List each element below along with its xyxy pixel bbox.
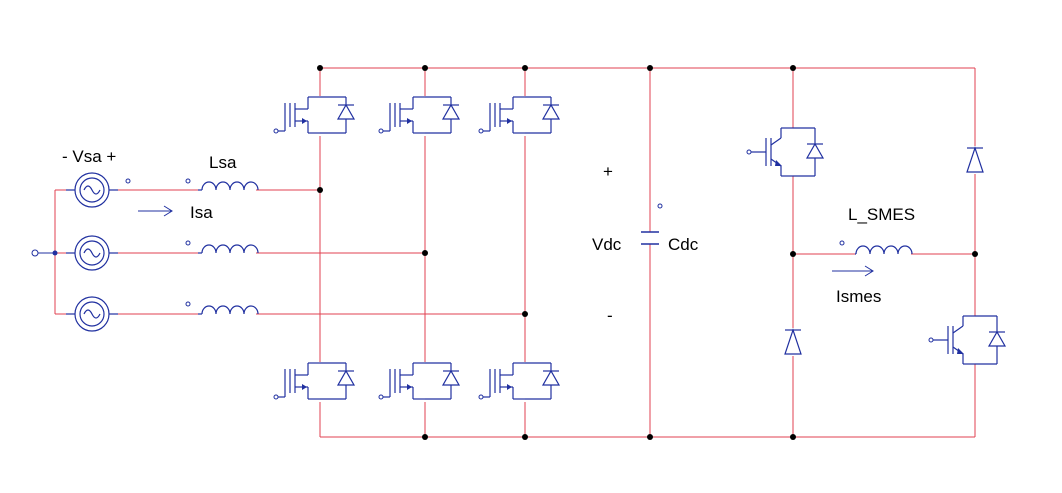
ac-source-a xyxy=(74,172,110,208)
isa-arrow-icon xyxy=(138,205,173,217)
vdc-label: Vdc xyxy=(592,235,622,254)
wiring xyxy=(31,67,976,438)
ismes-label: Ismes xyxy=(836,287,881,306)
switch-s4 xyxy=(273,362,355,400)
labels: - Vsa + Lsa Isa + Vdc Cdc - L_SMES Ismes xyxy=(62,147,915,325)
ac-source-c xyxy=(74,296,110,332)
switch-s6 xyxy=(378,362,460,400)
inverter-bridge xyxy=(273,96,560,402)
switch-s5 xyxy=(478,96,560,134)
vsa-label: - Vsa + xyxy=(62,147,116,166)
junction-nodes xyxy=(317,65,978,440)
smes-inductor xyxy=(839,240,913,255)
ac-inductors xyxy=(185,178,259,315)
inductor-lsc xyxy=(201,305,259,315)
inductor-lsb xyxy=(201,244,259,254)
chopper-diode-upper xyxy=(966,146,984,173)
inductor-lsa xyxy=(201,181,259,191)
ac-sources xyxy=(52,172,131,332)
chopper xyxy=(746,127,1007,365)
chopper-diode-lower xyxy=(784,328,802,355)
ac-source-b xyxy=(74,235,110,271)
chopper-switch-lower xyxy=(928,315,1007,365)
lsa-label: Lsa xyxy=(209,153,237,172)
isa-label: Isa xyxy=(190,203,213,222)
current-arrows xyxy=(138,205,874,277)
switch-s3 xyxy=(378,96,460,134)
ismes-arrow-icon xyxy=(832,265,874,277)
dc-link-capacitor xyxy=(641,203,663,245)
cdc-label: Cdc xyxy=(668,235,699,254)
switch-s2 xyxy=(478,362,560,400)
chopper-switch-upper xyxy=(746,127,825,177)
switch-s1 xyxy=(273,96,355,134)
lsmes-label: L_SMES xyxy=(848,205,915,224)
dc-minus-label: - xyxy=(607,306,613,325)
dc-plus-label: + xyxy=(603,162,613,181)
